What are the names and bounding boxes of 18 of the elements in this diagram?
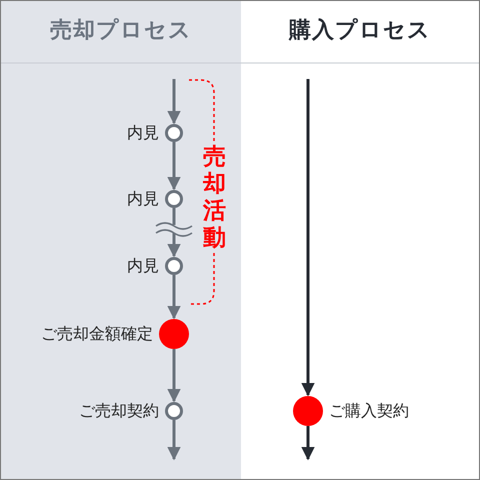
arrow [167,79,181,124]
arrow [301,79,315,396]
step-label: 内見 [127,256,159,276]
step-label: ご購入契約 [329,400,409,422]
arrow [301,426,315,460]
column-heading: 購入プロセス [288,17,432,45]
process-column [1,1,241,479]
column-heading: 売却プロセス [49,17,193,45]
step-label: 内見 [127,122,159,144]
arrow [167,349,181,402]
step-label: 内見 [127,188,159,210]
step-label: ご売却契約 [79,400,159,422]
arrow [167,275,181,320]
arrow [167,420,181,460]
arrow [167,208,181,258]
arrow [167,142,181,190]
bracket-label: 売却活動 [203,144,226,252]
step-label: ご売却金額確定 [41,324,153,344]
